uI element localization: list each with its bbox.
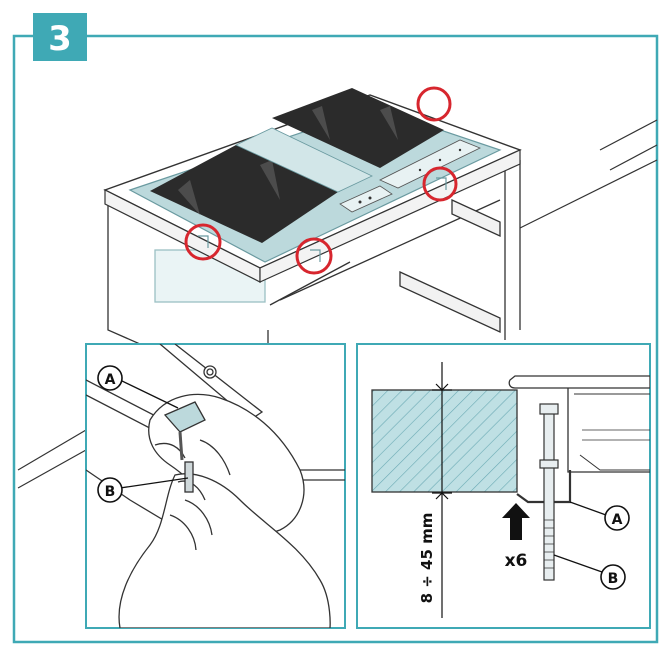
callout-a-label: A	[105, 372, 116, 388]
cooking-zone-left	[150, 145, 338, 243]
arrow-up-icon	[502, 503, 530, 540]
callout-a-right	[604, 505, 630, 531]
callout-b-left	[97, 477, 123, 503]
callout-b-label: B	[105, 484, 116, 500]
detail-panel-right: 8 ÷ 45 mm x6 A B	[356, 343, 651, 629]
detail-panel-left: A B	[85, 343, 346, 629]
red-circle-icon	[295, 237, 333, 275]
screw-b	[543, 409, 555, 581]
red-circle-icon	[184, 223, 222, 261]
worktop-section	[371, 389, 518, 493]
quantity-label: x6	[505, 551, 528, 571]
callout-b-right	[600, 564, 626, 590]
cooking-zone-right	[272, 88, 444, 168]
red-circle-icon	[422, 166, 458, 202]
highlight-marks	[184, 86, 458, 275]
background-counter	[17, 119, 658, 489]
dimension-label: 8 ÷ 45 mm	[418, 513, 436, 604]
hob	[128, 88, 502, 263]
callout-a-left	[97, 365, 123, 391]
dimension-marker	[432, 362, 452, 618]
outer-frame	[12, 34, 659, 644]
callout-b-label: B	[608, 571, 619, 587]
red-circle-icon	[416, 86, 452, 122]
callout-a-label: A	[612, 512, 623, 528]
step-badge: 3	[33, 13, 87, 61]
step-number: 3	[48, 19, 72, 59]
